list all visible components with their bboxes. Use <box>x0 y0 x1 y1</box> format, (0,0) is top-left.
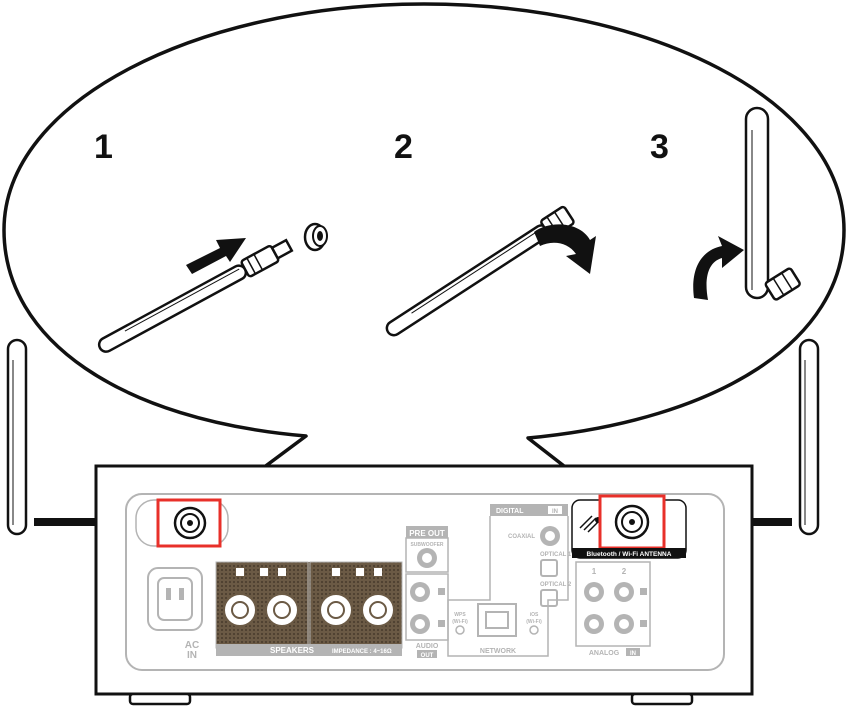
coaxial-label: COAXIAL <box>508 534 535 540</box>
analog-ch-2: 2 <box>622 567 627 576</box>
audio-out-label: AUDIO <box>416 643 439 650</box>
network-label: NETWORK <box>480 648 516 655</box>
step-number-1: 1 <box>94 128 113 166</box>
right-antenna-terminal: Bluetooth / Wi-Fi ANTENNA <box>571 494 687 559</box>
ac-in-label-2: IN <box>187 650 197 661</box>
digital-badge: IN <box>552 509 558 515</box>
callout-bubble <box>2 2 846 496</box>
impedance-label: IMPEDANCE : 4~16Ω <box>332 649 392 655</box>
foot-left <box>128 692 192 706</box>
analog-label: ANALOG <box>589 650 620 657</box>
speaker-post <box>223 593 257 627</box>
ac-inlet: AC IN <box>147 567 203 661</box>
digital-network-section: DIGITAL IN COAXIAL OPTICAL 1 OPTICAL 2 W… <box>447 504 572 657</box>
step-3-antenna-raise <box>693 106 801 301</box>
ios-label-1: iOS <box>530 612 539 618</box>
step-1-antenna-attach <box>97 222 328 353</box>
ios-label-2: (Wi-Fi) <box>526 619 542 625</box>
left-antenna <box>6 338 28 536</box>
step-number-3: 3 <box>650 128 669 166</box>
pre-out-section: PRE OUT SUBWOOFER AUDIO OUT <box>405 526 449 659</box>
ac-in-label-1: AC <box>185 640 199 651</box>
pre-out-label: PRE OUT <box>409 529 445 538</box>
speaker-post <box>361 593 395 627</box>
left-antenna-terminal <box>135 498 229 548</box>
speaker-terminals: SPEAKERS IMPEDANCE : 4~16Ω <box>215 561 403 656</box>
wps-label-2: (Wi-Fi) <box>452 619 468 625</box>
speakers-label: SPEAKERS <box>270 646 315 655</box>
rear-connector-nut <box>303 222 328 252</box>
foot-right <box>630 692 694 706</box>
antenna-label: Bluetooth / Wi-Fi ANTENNA <box>587 551 672 558</box>
step-2-antenna-tighten <box>385 205 596 337</box>
left-insert-arrow-icon <box>34 510 152 534</box>
raise-arrow-icon <box>693 236 744 300</box>
audio-out-badge: OUT <box>421 653 434 659</box>
digital-label: DIGITAL <box>496 508 524 515</box>
speaker-post <box>265 593 299 627</box>
analog-in-section: 1 2 ANALOG IN <box>575 561 651 657</box>
wps-label-1: WPS <box>454 612 466 618</box>
push-arrow-icon <box>186 238 246 274</box>
subwoofer-label: SUBWOOFER <box>410 542 443 548</box>
analog-badge: IN <box>630 651 636 657</box>
analog-ch-1: 1 <box>592 567 597 576</box>
right-antenna <box>798 338 820 536</box>
rotate-arrow-icon <box>534 224 596 274</box>
optical-2-label: OPTICAL 2 <box>540 582 572 588</box>
speaker-post <box>319 593 353 627</box>
optical-1-label: OPTICAL 1 <box>540 552 572 558</box>
step-number-2: 2 <box>394 128 413 166</box>
